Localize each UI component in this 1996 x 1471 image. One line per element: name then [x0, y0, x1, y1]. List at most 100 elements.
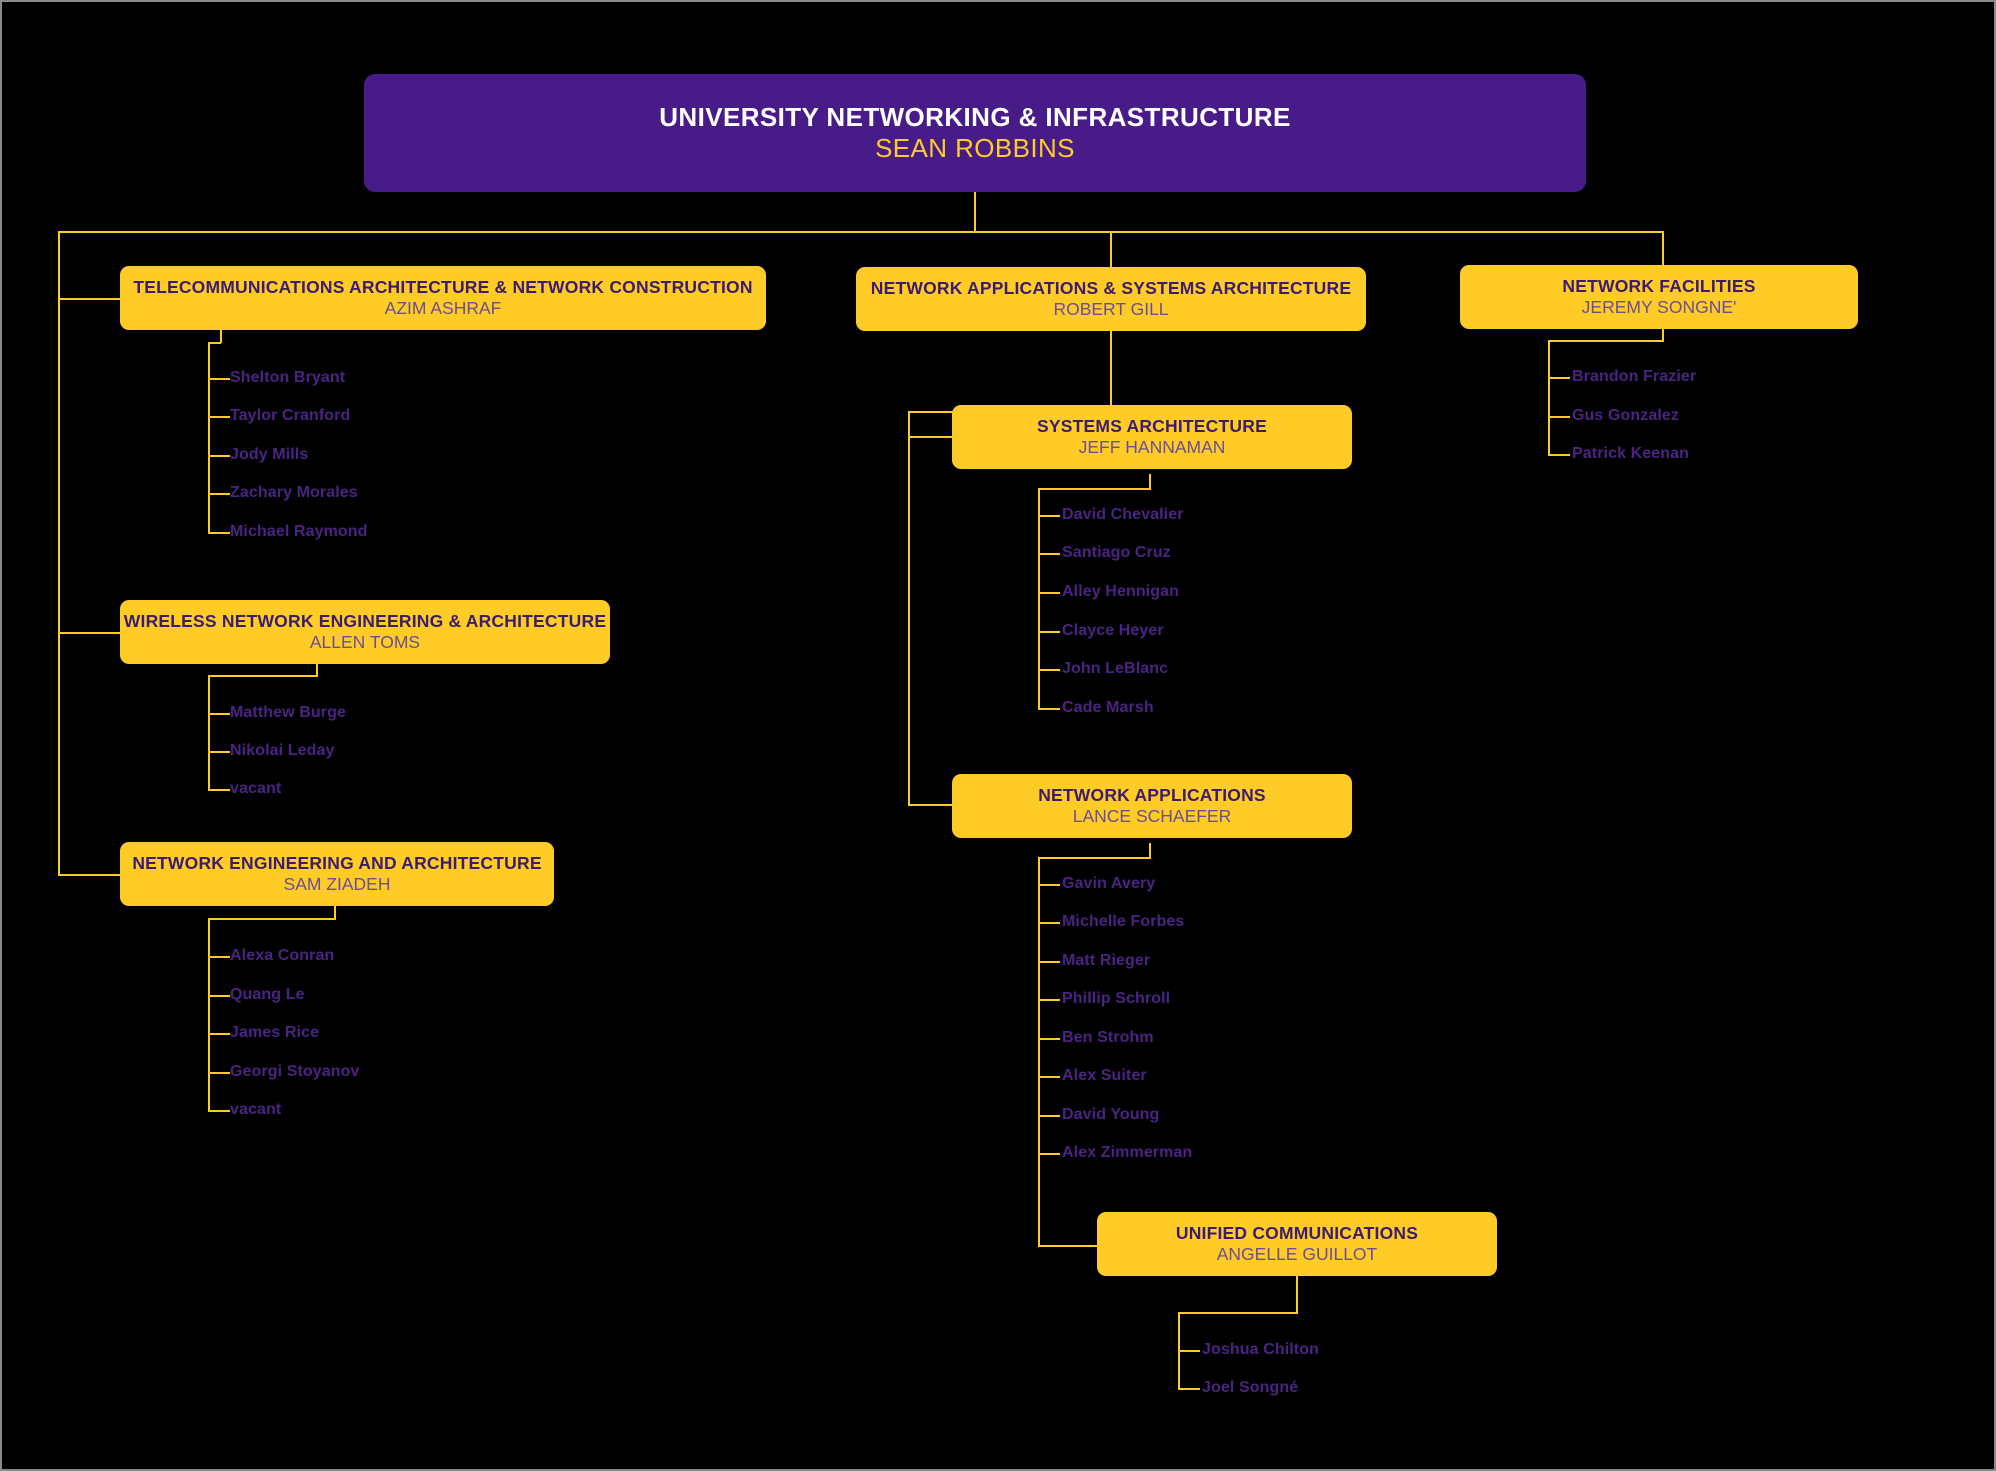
unit-title: TELECOMMUNICATIONS ARCHITECTURE & NETWOR…	[133, 276, 753, 297]
employee-name: Quang Le	[230, 986, 305, 1003]
unit-box-sysarch[interactable]: SYSTEMS ARCHITECTURE JEFF HANNAMAN	[952, 405, 1352, 469]
connector-sysarch-leaf	[1038, 669, 1060, 671]
connector-telecom-trunk	[208, 342, 210, 533]
connector-netfac-leaf	[1548, 416, 1570, 418]
connector-telecom-leaf	[208, 455, 230, 457]
connector-netengarch-leaf	[208, 1033, 230, 1035]
connector-netapps-leaf	[1038, 884, 1060, 886]
employee-name: Michael Raymond	[230, 523, 368, 540]
connector-unifiedcomm-leaf	[1178, 1388, 1200, 1390]
employee-name: James Rice	[230, 1024, 320, 1041]
connector-telecom-leaf	[208, 532, 230, 534]
unit-title: NETWORK APPLICATIONS	[1038, 784, 1266, 805]
unit-box-wireless[interactable]: WIRELESS NETWORK ENGINEERING & ARCHITECT…	[120, 600, 610, 664]
connector-root-stem	[974, 192, 976, 232]
unit-person: LANCE SCHAEFER	[1072, 806, 1232, 827]
unit-person: SAM ZIADEH	[283, 874, 391, 895]
unit-person: ALLEN TOMS	[309, 632, 421, 653]
connector-wireless-trunk	[208, 675, 210, 789]
employee-name: Patrick Keenan	[1572, 445, 1690, 462]
connector-netengarch-leaf	[208, 956, 230, 958]
connector-stub-telecom	[58, 298, 120, 300]
connector-stub-netengarch	[58, 874, 120, 876]
connector-napsa-stem	[1110, 330, 1112, 412]
unit-title: WIRELESS NETWORK ENGINEERING & ARCHITECT…	[123, 610, 607, 631]
connector-netengarch-leaf	[208, 1110, 230, 1112]
connector-netapps-leaf	[1038, 1076, 1060, 1078]
connector-telecom-top	[208, 342, 221, 344]
unit-title: NETWORK APPLICATIONS & SYSTEMS ARCHITECT…	[870, 277, 1352, 298]
employee-name: David Chevalier	[1062, 506, 1184, 523]
unit-person: JEREMY SONGNE'	[1581, 297, 1737, 318]
connector-stub-netapps	[908, 804, 952, 806]
connector-netapps-leaf	[1038, 1115, 1060, 1117]
employee-name: Matt Rieger	[1062, 952, 1151, 969]
connector-netfac-top	[1548, 340, 1664, 342]
employee-name: vacant	[230, 1101, 282, 1118]
connector-unifiedcomm-drop	[1296, 1272, 1298, 1313]
connector-telecom-leaf	[208, 493, 230, 495]
connector-netapps-trunk	[1038, 857, 1040, 1246]
employee-name: Zachary Morales	[230, 484, 358, 501]
employee-name: Jody Mills	[230, 446, 309, 463]
employee-name: Gavin Avery	[1062, 875, 1156, 892]
unit-person: ROBERT GILL	[1053, 299, 1169, 320]
employee-name: Santiago Cruz	[1062, 544, 1171, 561]
employee-name: vacant	[230, 780, 282, 797]
connector-drop-right	[1662, 231, 1664, 269]
connector-stub-sysarch	[908, 436, 952, 438]
employee-name: Clayce Heyer	[1062, 622, 1164, 639]
unit-title: NETWORK ENGINEERING AND ARCHITECTURE	[132, 852, 542, 873]
unit-title: NETWORK FACILITIES	[1562, 275, 1756, 296]
connector-telecom-leaf	[208, 416, 230, 418]
connector-sysarch-leaf	[1038, 553, 1060, 555]
connector-wireless-top	[208, 675, 318, 677]
connector-netapps-leaf	[1038, 1038, 1060, 1040]
unit-box-netengarch[interactable]: NETWORK ENGINEERING AND ARCHITECTURE SAM…	[120, 842, 554, 906]
connector-netapps-leaf	[1038, 961, 1060, 963]
connector-netengarch-leaf	[208, 1072, 230, 1074]
unit-title: SYSTEMS ARCHITECTURE	[1037, 415, 1267, 436]
connector-netengarch-top	[208, 918, 336, 920]
employee-name: Cade Marsh	[1062, 699, 1154, 716]
connector-sysarch-drop	[1149, 474, 1151, 489]
unit-box-netfac[interactable]: NETWORK FACILITIES JEREMY SONGNE'	[1460, 265, 1858, 329]
connector-netapps-leaf	[1038, 999, 1060, 1001]
connector-drop-middle	[1110, 231, 1112, 271]
employee-name: Phillip Schroll	[1062, 990, 1171, 1007]
employee-name: Brandon Frazier	[1572, 368, 1697, 385]
employee-name: Michelle Forbes	[1062, 913, 1185, 930]
connector-sysarch-leaf	[1038, 515, 1060, 517]
connector-unifiedcomm-leaf	[1178, 1350, 1200, 1352]
unit-box-unifiedcomm[interactable]: UNIFIED COMMUNICATIONS ANGELLE GUILLOT	[1097, 1212, 1497, 1276]
connector-sysarch-leaf	[1038, 592, 1060, 594]
connector-stub-wireless	[58, 632, 120, 634]
employee-name: Taylor Cranford	[230, 407, 351, 424]
employee-name: Georgi Stoyanov	[230, 1063, 360, 1080]
employee-name: Nikolai Leday	[230, 742, 335, 759]
unit-person: AZIM ASHRAF	[384, 298, 502, 319]
employee-name: Shelton Bryant	[230, 369, 346, 386]
employee-name: Joshua Chilton	[1202, 1341, 1319, 1358]
connector-root-bus	[58, 231, 1664, 233]
unit-person: SEAN ROBBINS	[875, 133, 1075, 164]
unit-box-napsa[interactable]: NETWORK APPLICATIONS & SYSTEMS ARCHITECT…	[856, 267, 1366, 331]
unit-box-root[interactable]: UNIVERSITY NETWORKING & INFRASTRUCTURE S…	[364, 74, 1586, 192]
employee-name: Alley Hennigan	[1062, 583, 1179, 600]
connector-drop-left	[58, 231, 60, 876]
employee-name: Alex Suiter	[1062, 1067, 1147, 1084]
unit-title: UNIVERSITY NETWORKING & INFRASTRUCTURE	[659, 101, 1291, 132]
connector-netfac-leaf	[1548, 377, 1570, 379]
connector-netapps-top	[1038, 857, 1151, 859]
employee-name: Matthew Burge	[230, 704, 346, 721]
unit-box-telecom[interactable]: TELECOMMUNICATIONS ARCHITECTURE & NETWOR…	[120, 266, 766, 330]
employee-name: Joel Songné	[1202, 1379, 1299, 1396]
connector-netfac-trunk	[1548, 340, 1550, 455]
connector-netapps-leaf	[1038, 922, 1060, 924]
connector-netapps-drop	[1149, 843, 1151, 858]
unit-person: JEFF HANNAMAN	[1078, 437, 1226, 458]
connector-netengarch-drop	[334, 905, 336, 919]
unit-box-netapps[interactable]: NETWORK APPLICATIONS LANCE SCHAEFER	[952, 774, 1352, 838]
employee-name: Alexa Conran	[230, 947, 335, 964]
